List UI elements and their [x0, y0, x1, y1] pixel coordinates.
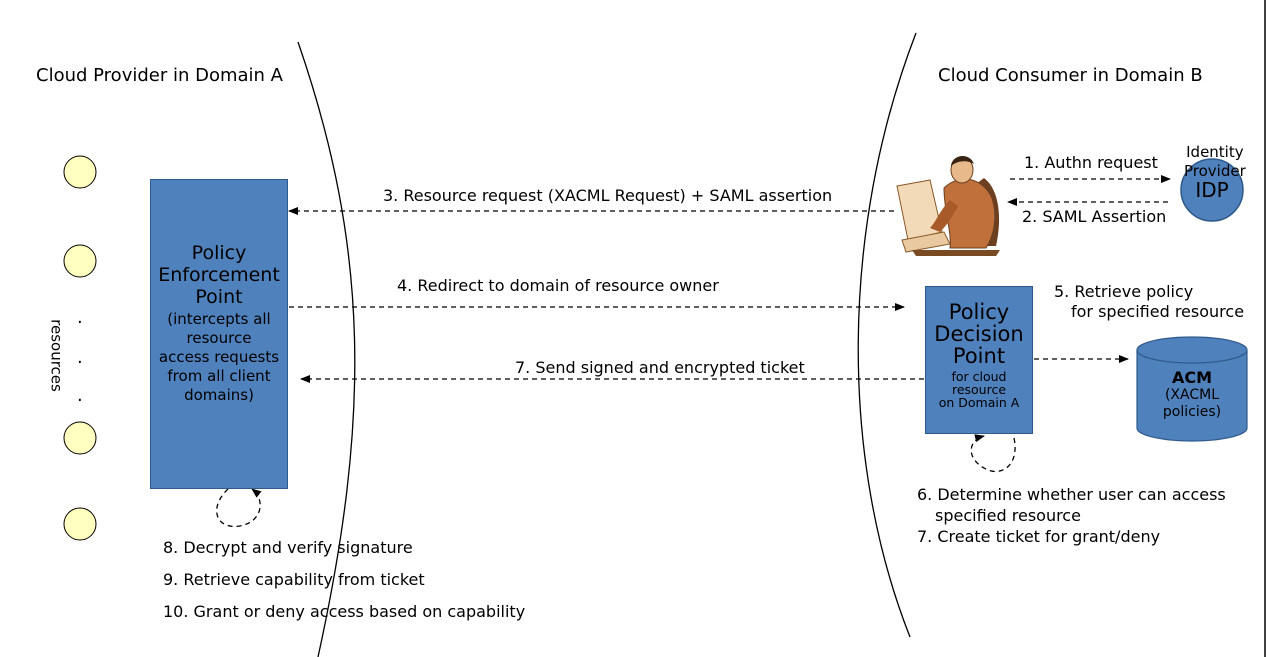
step-2-label: 2. SAML Assertion [1022, 207, 1167, 226]
step-8-label: 8. Decrypt and verify signature [163, 538, 413, 557]
domain-a-boundary [297, 41, 356, 657]
pdp-title-line: Policy [948, 300, 1010, 324]
step-6-label-line: specified resource [935, 506, 1081, 525]
pep-description-line: resource [186, 329, 252, 347]
identity-provider-caption-line: Provider [1184, 162, 1246, 180]
step-3-label: 3. Resource request (XACML Request) + SA… [383, 186, 833, 205]
step-1-label: 1. Authn request [1024, 153, 1158, 172]
pep-title-line: Point [195, 286, 243, 308]
acm-description-line: (XACML [1164, 387, 1220, 403]
pdp-description-line: for cloud [951, 369, 1007, 384]
resource-ellipsis-dot: . [77, 385, 83, 406]
step-9-label: 9. Retrieve capability from ticket [163, 570, 425, 589]
resource-circle [63, 244, 97, 278]
step-7-create-ticket-label: 7. Create ticket for grant/deny [917, 527, 1161, 546]
provider-domain-title: Cloud Provider in Domain A [36, 65, 283, 86]
pdp-description-line: on Domain A [938, 395, 1020, 410]
step-10-label: 10. Grant or deny access based on capabi… [163, 602, 526, 621]
identity-provider-caption: Identity Provider [1184, 143, 1246, 181]
pep-description-line: from all client [167, 367, 271, 385]
pdp-description: for cloud resource on Domain A [939, 370, 1020, 409]
consumer-domain-title: Cloud Consumer in Domain B [938, 65, 1203, 86]
acm-title: ACM [1171, 368, 1213, 387]
idp-circle [1180, 158, 1244, 222]
pdp-title: Policy Decision Point [934, 301, 1023, 367]
policy-decision-point-box: Policy Decision Point for cloud resource… [925, 286, 1033, 434]
policy-enforcement-point-box: Policy Enforcement Point (intercepts all… [150, 179, 288, 489]
step-5-label-line: 5. Retrieve policy [1054, 282, 1194, 301]
resource-ellipsis-dot: . [77, 307, 83, 328]
pep-title-line: Policy [191, 242, 247, 264]
acm-label: ACM (XACML policies) [1137, 368, 1247, 421]
identity-provider-caption-line: Identity [1186, 143, 1244, 161]
idp-label: IDP [1195, 178, 1229, 202]
pdp-title-line: Point [952, 344, 1006, 368]
pep-self-loop [216, 488, 262, 528]
resource-circle [63, 421, 97, 455]
resource-circle [63, 155, 97, 189]
pep-title: Policy Enforcement Point [158, 242, 280, 308]
step-5-label-line: for specified resource [1071, 302, 1245, 321]
resource-ellipsis-dot: . [77, 347, 83, 368]
pep-description: (intercepts all resource access requests… [159, 310, 279, 405]
step-6-label-line: 6. Determine whether user can access [917, 485, 1226, 504]
acm-description-line: policies) [1162, 404, 1222, 420]
step-4-label: 4. Redirect to domain of resource owner [397, 276, 719, 295]
domain-b-boundary [857, 32, 917, 638]
pep-description-line: domains) [184, 386, 254, 404]
step-7-send-ticket-label: 7. Send signed and encrypted ticket [515, 358, 805, 377]
acm-cylinder [1136, 336, 1248, 442]
pdp-title-line: Decision [934, 322, 1024, 346]
pdp-self-loop [970, 434, 1016, 473]
pep-title-line: Enforcement [158, 264, 280, 286]
pep-description-line: (intercepts all [167, 310, 271, 328]
resources-label: resources [47, 319, 66, 392]
resource-circle [63, 507, 97, 541]
pep-description-line: access requests [158, 348, 280, 366]
pdp-description-line: resource [951, 382, 1007, 397]
user-at-computer-illustration [896, 155, 1000, 256]
